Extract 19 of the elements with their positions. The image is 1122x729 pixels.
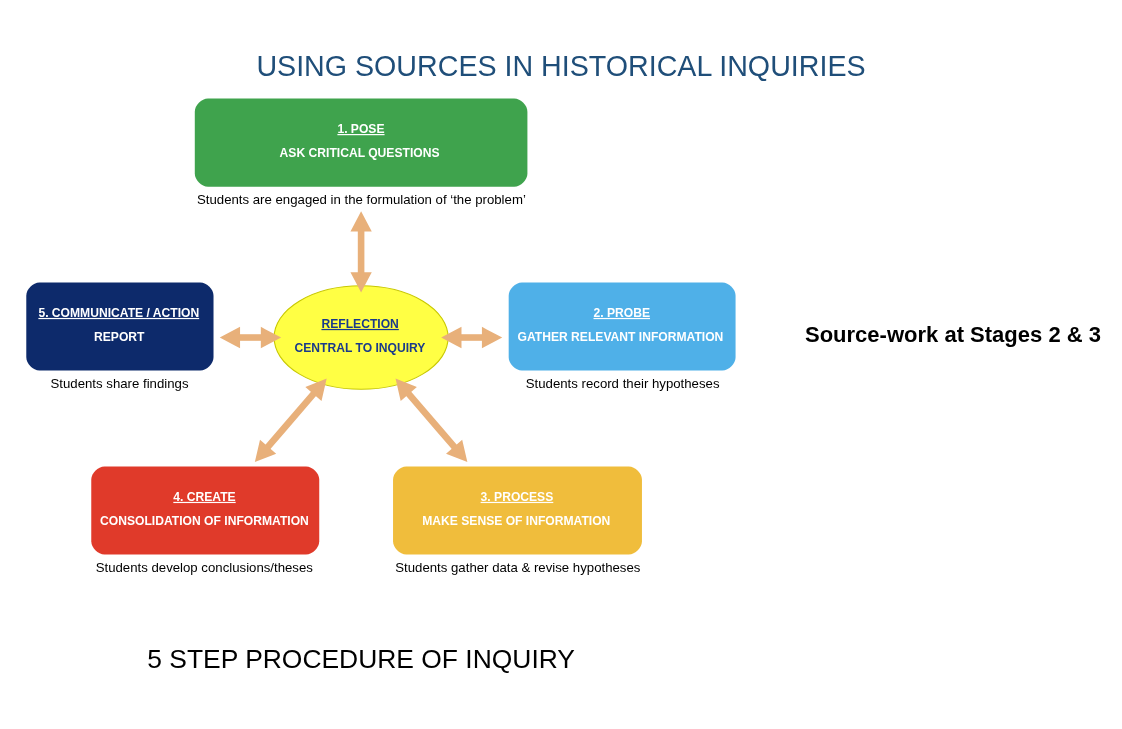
- arrow: [395, 378, 468, 463]
- node-box: 4. CREATE CONSOLIDATION OF INFORMATION: [91, 466, 320, 555]
- node-label: Students are engaged in the formulation of ‘the problem’: [197, 191, 526, 207]
- node-label: Students record their hypotheses: [525, 375, 720, 391]
- arrow: [254, 378, 327, 463]
- node-box: 5. COMMUNICATE / ACTION REPORT: [26, 282, 214, 371]
- label: Source-work at Stages 2 & 3: [804, 321, 1102, 347]
- node-label: Students develop conclusions/theses: [95, 559, 313, 575]
- caption: 5 STEP PROCEDURE OF INQUIRY: [147, 643, 575, 674]
- arrow: [219, 326, 282, 349]
- node-box: 3. PROCESS MAKE SENSE OF INFORMATION: [393, 466, 642, 555]
- node-box: 1. POSE ASK CRITICAL QUESTIONS: [194, 98, 528, 187]
- node-label: Students gather data & revise hypotheses: [395, 559, 641, 575]
- arrow: [350, 211, 372, 293]
- diagram-title: USING SOURCES IN HISTORICAL INQUIRIES: [256, 49, 866, 82]
- node-ellipse: REFLECTION CENTRAL TO INQUIRY: [273, 285, 449, 390]
- node-label: Students share findings: [50, 375, 189, 391]
- node-box: 2. PROBE GATHER RELEVANT INFORMATION: [508, 282, 736, 371]
- arrow: [441, 326, 503, 349]
